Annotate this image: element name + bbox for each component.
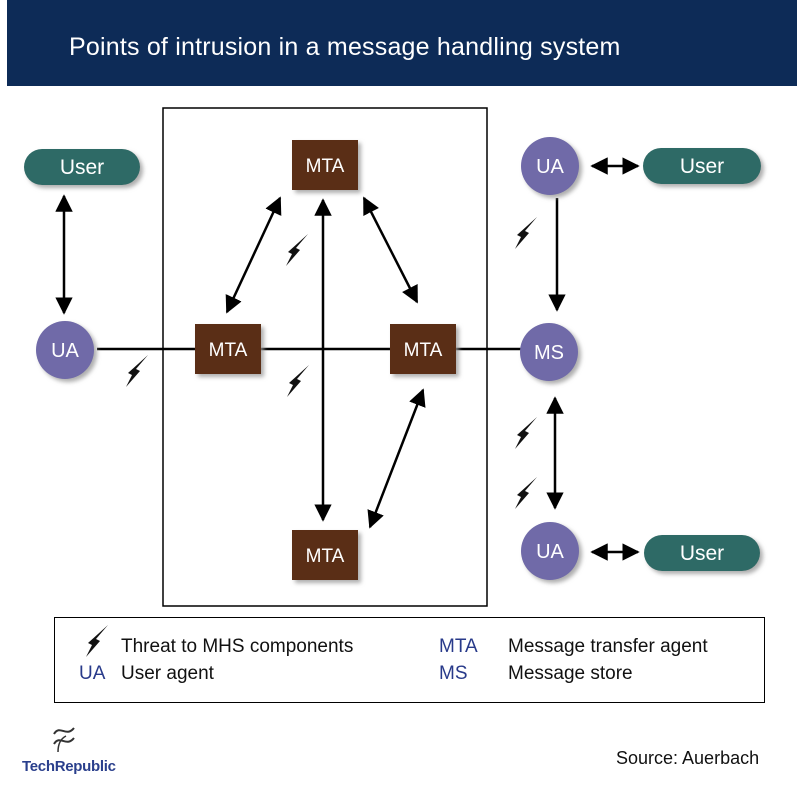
user-pill-left bbox=[24, 149, 140, 185]
ua-circle-left bbox=[36, 321, 94, 379]
ua-circle-bottom-right bbox=[521, 522, 579, 580]
lightning-threat-icon bbox=[287, 365, 309, 397]
ua-label-top-right: UA bbox=[536, 156, 564, 178]
mta-box-right bbox=[390, 324, 456, 374]
mta-box-top bbox=[292, 140, 358, 190]
lightning-threat-icon bbox=[286, 234, 308, 266]
user-pill-bottom-right bbox=[644, 535, 760, 571]
source-note: Source: Auerbach bbox=[616, 748, 760, 768]
user-pill-top-right bbox=[643, 148, 761, 184]
ms-label: MS bbox=[534, 342, 564, 364]
ua-label-bottom-right: UA bbox=[536, 541, 564, 563]
lightning-threat-icon bbox=[515, 417, 537, 449]
ms-circle bbox=[520, 323, 578, 381]
brand-name: TechRepublic bbox=[22, 758, 116, 775]
mta-label-top: MTA bbox=[306, 156, 345, 177]
mta-label-bottom: MTA bbox=[306, 546, 345, 567]
mta-network-box bbox=[162, 107, 488, 607]
legend-mta-label: Message transfer agent bbox=[508, 636, 708, 657]
legend-ua-label: User agent bbox=[121, 663, 214, 684]
ua-circle-top-right bbox=[521, 137, 579, 195]
lightning-threat-icon bbox=[86, 625, 108, 657]
user-label-bottom-right: User bbox=[680, 542, 724, 565]
lightning-threat-icon bbox=[126, 355, 148, 387]
lightning-threat-icon bbox=[515, 217, 537, 249]
techrepublic-logo bbox=[53, 727, 75, 753]
mta-box-left bbox=[195, 324, 261, 374]
user-label-left: User bbox=[60, 156, 104, 179]
mta-box-bottom bbox=[292, 530, 358, 580]
mta-label-right: MTA bbox=[404, 340, 443, 361]
legend-ms-label: Message store bbox=[508, 663, 633, 684]
ua-label-left: UA bbox=[51, 340, 79, 362]
mta-label-left: MTA bbox=[209, 340, 248, 361]
legend-ms-abbr: MS bbox=[439, 663, 468, 684]
legend-box: Threat to MHS components UA User agent M… bbox=[54, 617, 765, 703]
user-label-top-right: User bbox=[680, 155, 724, 178]
page-title: Points of intrusion in a message handlin… bbox=[69, 33, 621, 61]
lightning-threat-icon bbox=[515, 477, 537, 509]
legend-mta-abbr: MTA bbox=[439, 636, 478, 657]
mta-right-bottom-link bbox=[367, 388, 426, 529]
mta-top-right-link bbox=[362, 196, 419, 304]
mta-top-left-link bbox=[225, 196, 282, 314]
header-bar: Points of intrusion in a message handlin… bbox=[7, 0, 797, 86]
legend-ua-abbr: UA bbox=[79, 663, 106, 684]
legend-threat-label: Threat to MHS components bbox=[121, 636, 354, 657]
